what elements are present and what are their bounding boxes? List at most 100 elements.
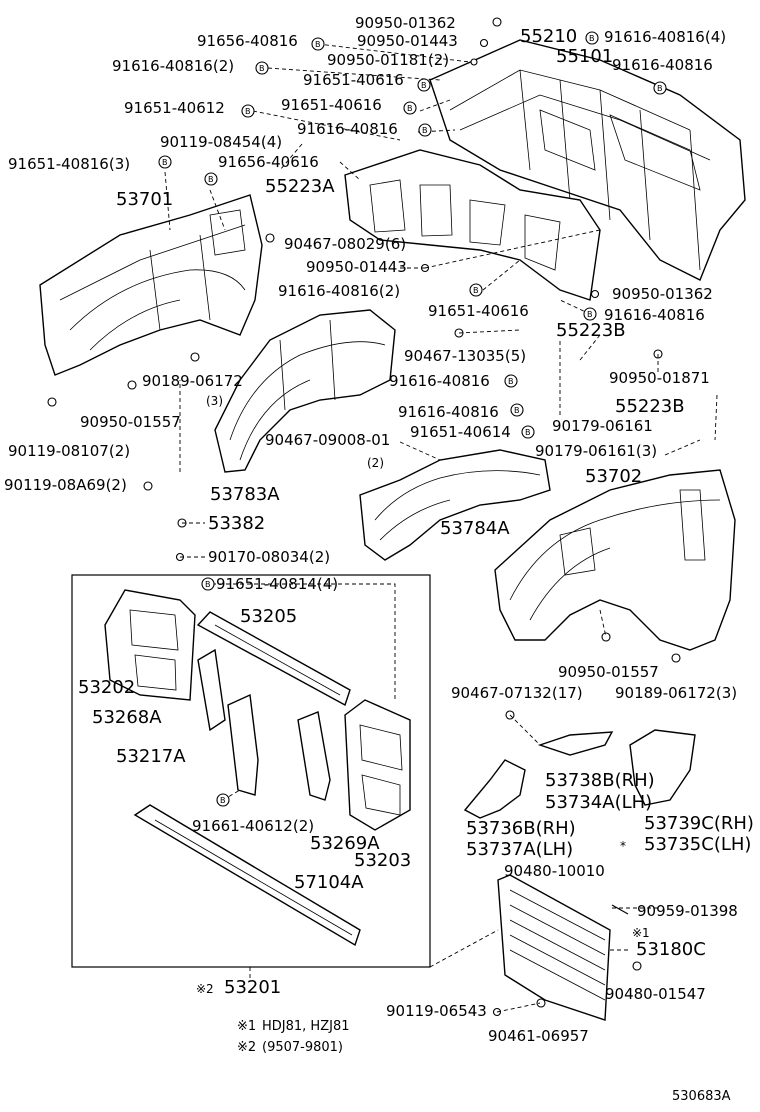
label-53739c-rh: 53739C(RH): [644, 813, 754, 834]
label-91651-40616-b: 91651-40616: [281, 96, 382, 114]
label-90467-07132-17: 90467-07132(17): [451, 684, 583, 702]
leader-lines: [164, 43, 718, 1013]
svg-text:B: B: [162, 158, 168, 167]
label-91616-40816-2-mid: 91616-40816(2): [278, 282, 400, 300]
fender-apron-53702: [494, 469, 736, 651]
label-90119-08454-4: 90119-08454(4): [160, 133, 282, 151]
seal-53738b: [537, 731, 614, 756]
svg-text:B: B: [657, 84, 663, 93]
label-90480-01547: 90480-01547: [605, 985, 706, 1003]
label-91616-40816-m4: 91616-40816: [398, 403, 499, 421]
label-53269a: 53269A: [310, 833, 380, 854]
label-90950-01557-left: 90950-01557: [80, 413, 181, 431]
label-55223b-b: 55223B: [615, 396, 685, 417]
svg-text:B: B: [421, 81, 427, 90]
label-91656-40616: 91656-40616: [218, 153, 319, 171]
fender-liner-53784a: [359, 449, 551, 561]
label-90950-01362-right: 90950-01362: [612, 285, 713, 303]
figure-code: 530683A: [672, 1089, 731, 1104]
label-53701: 53701: [116, 189, 173, 210]
label-90950-01871: 90950-01871: [609, 369, 710, 387]
label-90461-06957: 90461-06957: [488, 1027, 589, 1045]
label-53702: 53702: [585, 466, 642, 487]
label-90119-08107-2: 90119-08107(2): [8, 442, 130, 460]
bracket-53739c: [629, 729, 696, 806]
label-91651-40816-3: 91651-40816(3): [8, 155, 130, 173]
label-55223b-a: 55223B: [556, 320, 626, 341]
label-90467-08029-6: 90467-08029(6): [284, 235, 406, 253]
label-90480-10010: 90480-10010: [504, 862, 605, 880]
fender-apron-53701: [39, 194, 263, 376]
label-53201: 53201: [224, 977, 281, 998]
label-90467-13035-5: 90467-13035(5): [404, 347, 526, 365]
label-90959-01398: 90959-01398: [637, 902, 738, 920]
marker-star-dot: *: [620, 839, 626, 853]
svg-text:B: B: [407, 104, 413, 113]
label-qty-2: (2): [367, 456, 384, 470]
label-90950-01557-right: 90950-01557: [558, 663, 659, 681]
label-90950-01443-mid: 90950-01443: [306, 258, 407, 276]
label-53734a-lh: 53734A(LH): [545, 792, 652, 813]
label-qty-3: (3): [206, 394, 223, 408]
svg-text:B: B: [205, 580, 211, 589]
label-90950-01362-top: 90950-01362: [355, 14, 456, 32]
part-labels: 90950-01362 91656-40816 90950-01443 5521…: [4, 14, 754, 1045]
label-53784a: 53784A: [440, 518, 510, 539]
label-91616-40816-mid: 91616-40816: [297, 120, 398, 138]
fender-liner-53783a: [214, 309, 396, 473]
label-53180c: 53180C: [636, 939, 706, 960]
svg-text:B: B: [259, 64, 265, 73]
label-53202: 53202: [78, 677, 135, 698]
label-53735c-lh: 53735C(LH): [644, 834, 751, 855]
marker-star1-small: ※1: [632, 926, 650, 940]
label-91616-40816-r2: 91616-40816: [604, 306, 705, 324]
label-90467-09008-01: 90467-09008-01: [265, 431, 390, 449]
label-91616-40816-4: 91616-40816(4): [604, 28, 726, 46]
label-53382: 53382: [208, 513, 265, 534]
label-53268a: 53268A: [92, 707, 162, 728]
label-53738b-rh: 53738B(RH): [545, 770, 655, 791]
radiator-cover-53180c: [497, 874, 611, 1021]
label-91651-40616-c: 91651-40616: [428, 302, 529, 320]
label-53203: 53203: [354, 850, 411, 871]
label-90119-08a69-2: 90119-08A69(2): [4, 476, 127, 494]
label-91616-40816-right: 91616-40816: [612, 56, 713, 74]
svg-text:B: B: [508, 377, 514, 386]
note-1-mark: ※1: [237, 1019, 256, 1034]
label-53736b-rh: 53736B(RH): [466, 818, 576, 839]
label-91616-40816-2-top: 91616-40816(2): [112, 57, 234, 75]
label-55101: 55101: [556, 46, 613, 67]
label-91616-40816-m3: 91616-40816: [389, 372, 490, 390]
label-53217a: 53217A: [116, 746, 186, 767]
svg-text:B: B: [587, 310, 593, 319]
dash-panel-55101: [429, 39, 746, 281]
label-90179-06161-3: 90179-06161(3): [535, 442, 657, 460]
svg-text:B: B: [422, 126, 428, 135]
svg-text:B: B: [245, 107, 251, 116]
svg-text:B: B: [473, 286, 479, 295]
marker-star2: ※2: [196, 982, 214, 996]
svg-text:B: B: [220, 796, 226, 805]
label-53737a-lh: 53737A(LH): [466, 839, 573, 860]
label-90189-06172: 90189-06172: [142, 372, 243, 390]
svg-text:B: B: [208, 175, 214, 184]
bracket-53736b: [463, 759, 526, 819]
label-53205: 53205: [240, 606, 297, 627]
label-90950-01181-2: 90950-01181(2): [327, 51, 449, 69]
notes: ※1 HDJ81, HZJ81 ※2 (9507-9801): [237, 1019, 349, 1055]
svg-text:B: B: [589, 34, 595, 43]
label-91651-40814-4: 91651-40814(4): [216, 575, 338, 593]
svg-text:B: B: [514, 406, 520, 415]
label-90119-06543: 90119-06543: [386, 1002, 487, 1020]
label-90170-08034-2: 90170-08034(2): [208, 548, 330, 566]
label-91651-40612-left: 91651-40612: [124, 99, 225, 117]
label-55223a: 55223A: [265, 176, 335, 197]
silencer-55223a: [344, 149, 601, 301]
svg-text:B: B: [315, 40, 321, 49]
label-53783a: 53783A: [210, 484, 280, 505]
label-57104a: 57104A: [294, 872, 364, 893]
label-90950-01443-top: 90950-01443: [357, 32, 458, 50]
label-91651-40614: 91651-40614: [410, 423, 511, 441]
label-90179-06161: 90179-06161: [552, 417, 653, 435]
